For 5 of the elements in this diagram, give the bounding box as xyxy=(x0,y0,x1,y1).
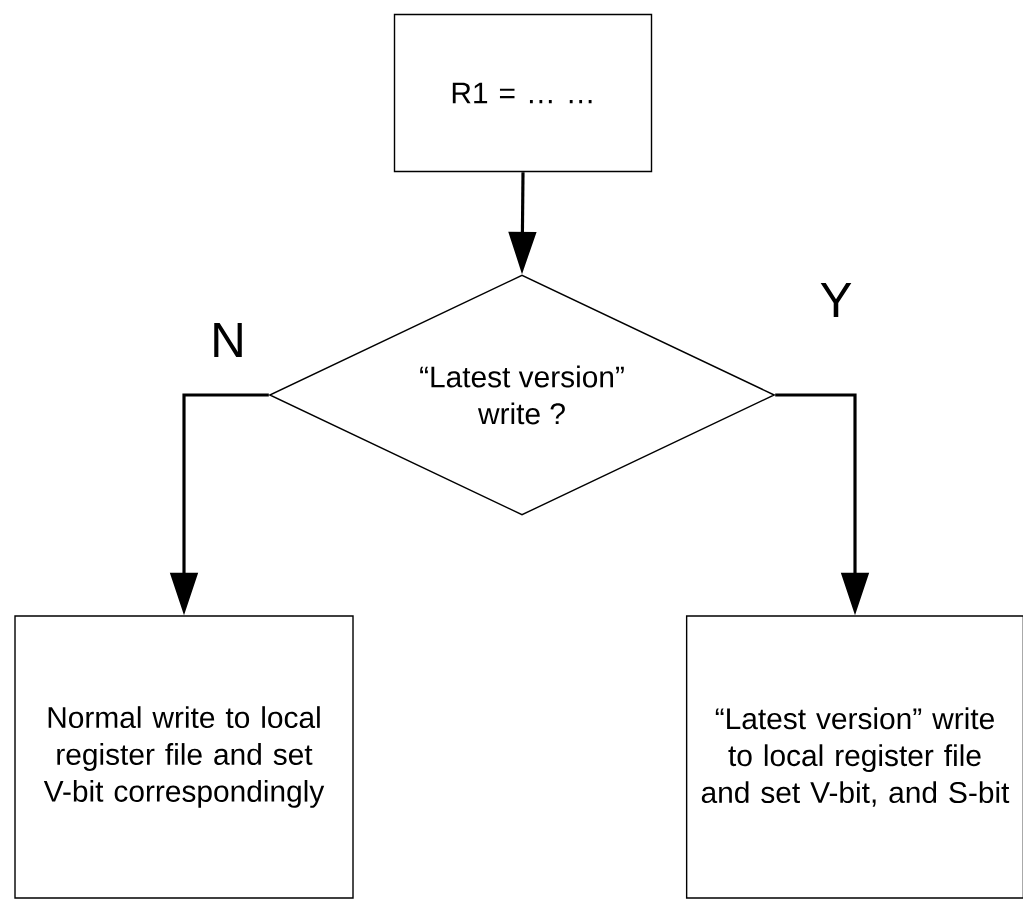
process-box: Normal write to local register file and set V-bit correspondingly xyxy=(14,615,354,899)
process-box: “Latest version” write to local register file and set V-bit, and S-bit xyxy=(685,615,1023,899)
edge-label: N xyxy=(214,323,242,357)
edge-label: Y xyxy=(820,283,852,317)
process-box: R1 = … … xyxy=(393,13,653,173)
